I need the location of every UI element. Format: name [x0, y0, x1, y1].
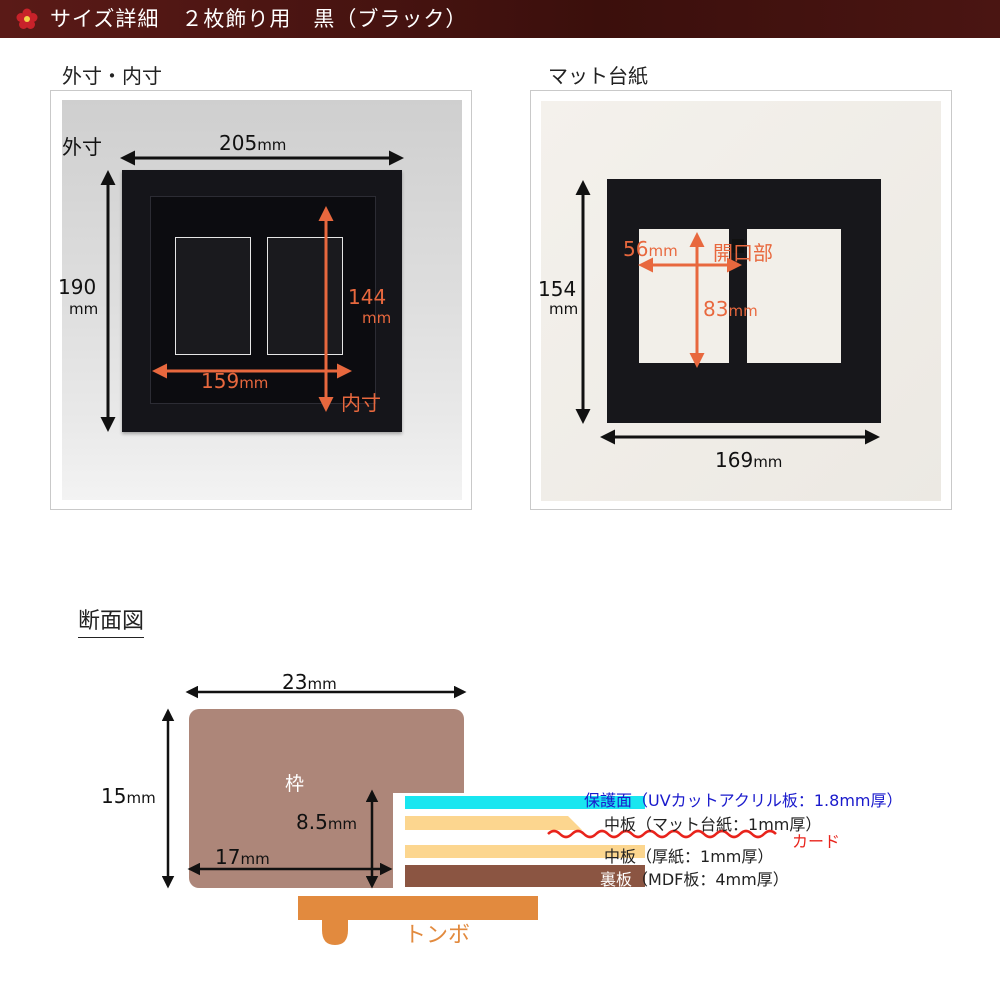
- outer-width-number: 205: [219, 131, 258, 155]
- outer-height-unit: mm: [69, 300, 99, 318]
- mat-height-unit: mm: [549, 300, 579, 318]
- section-width-unit: mm: [307, 675, 337, 693]
- mat-panel: 154 mm 169mm 56mm 開口部 83mm: [530, 90, 952, 510]
- opening-width-unit: mm: [648, 242, 678, 260]
- mat-height-value: 154: [538, 277, 577, 301]
- card-label: カード: [792, 832, 841, 851]
- opening-width-value: 56mm: [623, 237, 678, 261]
- frame-label: 枠: [285, 773, 305, 795]
- card-wave: [547, 829, 777, 839]
- stand-bar: [298, 896, 538, 920]
- inner-width-value: 159mm: [201, 369, 268, 393]
- layer-label-cardboard: 中板（厚紙：1mm厚）: [604, 843, 773, 867]
- layer-name-mat: 中板: [604, 815, 637, 834]
- section-height-value: 15mm: [101, 784, 156, 808]
- page-title: サイズ詳細 ２枚飾り用 黒（ブラック）: [50, 7, 468, 31]
- mat-opening-left: [639, 229, 729, 363]
- cross-section-title: 断面図: [78, 603, 145, 638]
- opening-height-value: 83mm: [703, 297, 758, 321]
- stand-label: トンボ: [404, 923, 471, 948]
- inner-height-value: 144: [348, 285, 387, 309]
- layer-label-acrylic: 保護面（UVカットアクリル板：1.8mm厚）: [584, 787, 903, 811]
- inner-height-unit: mm: [362, 309, 392, 327]
- lip-unit: mm: [240, 850, 270, 868]
- outer-dimension-arrows: [100, 150, 404, 432]
- mat-dimension-arrows: [575, 180, 880, 445]
- outer-height-value: 190: [58, 275, 97, 299]
- layer-label-mdf: 裏板（MDF板：4mm厚）: [600, 866, 789, 890]
- mat-board: [607, 179, 881, 423]
- mat-window-left: [175, 237, 251, 355]
- section-height-number: 15: [101, 784, 127, 808]
- section-width-number: 23: [282, 670, 308, 694]
- mat-width-value: 169mm: [715, 448, 782, 472]
- depth-number: 8.5: [296, 810, 328, 834]
- opening-height-unit: mm: [728, 302, 758, 320]
- lip-value: 17mm: [215, 845, 270, 869]
- header-bar: [0, 0, 1000, 38]
- mat-opening-right: [747, 229, 841, 363]
- acrylic-layer: [405, 796, 645, 809]
- mat-board-layer: [405, 816, 582, 830]
- outer-inner-section-title: 外寸・内寸: [62, 64, 162, 88]
- depth-unit: mm: [327, 815, 358, 833]
- opening-width-number: 56: [623, 237, 649, 261]
- flower-icon: [16, 8, 38, 29]
- layer-desc-cardboard: （厚紙：1mm厚）: [636, 847, 774, 866]
- layer-name-cardboard: 中板: [604, 847, 637, 866]
- mdf-back-layer: [405, 865, 645, 887]
- mat-width-number: 169: [715, 448, 754, 472]
- depth-value: 8.5mm: [296, 810, 357, 834]
- layer-desc-mdf: （MDF板：4mm厚）: [632, 870, 789, 889]
- outer-width-value: 205mm: [219, 131, 286, 155]
- outer-inner-panel: 外寸 205mm 190 mm 159mm 144 mm 内寸: [50, 90, 472, 510]
- mat-photo: [541, 101, 941, 501]
- outer-width-unit: mm: [257, 136, 287, 154]
- inner-width-number: 159: [201, 369, 240, 393]
- mat-width-unit: mm: [753, 453, 783, 471]
- stand-foot: [322, 920, 348, 945]
- section-width-value: 23mm: [282, 670, 337, 694]
- layer-name-acrylic: 保護面: [584, 791, 633, 810]
- mat-section-title: マット台紙: [548, 64, 648, 88]
- layer-desc-mat: （マット台紙：1mm厚）: [636, 815, 822, 834]
- cardboard-layer: [405, 845, 645, 858]
- outer-size-label: 外寸: [62, 135, 102, 159]
- inner-width-unit: mm: [239, 374, 269, 392]
- inner-size-label: 内寸: [341, 391, 381, 415]
- layer-desc-acrylic: （UVカットアクリル板：1.8mm厚）: [632, 791, 903, 810]
- layer-name-mdf: 裏板: [600, 870, 633, 889]
- section-height-unit: mm: [126, 789, 156, 807]
- opening-height-number: 83: [703, 297, 729, 321]
- opening-label: 開口部: [713, 241, 773, 265]
- lip-number: 17: [215, 845, 241, 869]
- layer-label-mat: 中板（マット台紙：1mm厚）: [604, 811, 821, 835]
